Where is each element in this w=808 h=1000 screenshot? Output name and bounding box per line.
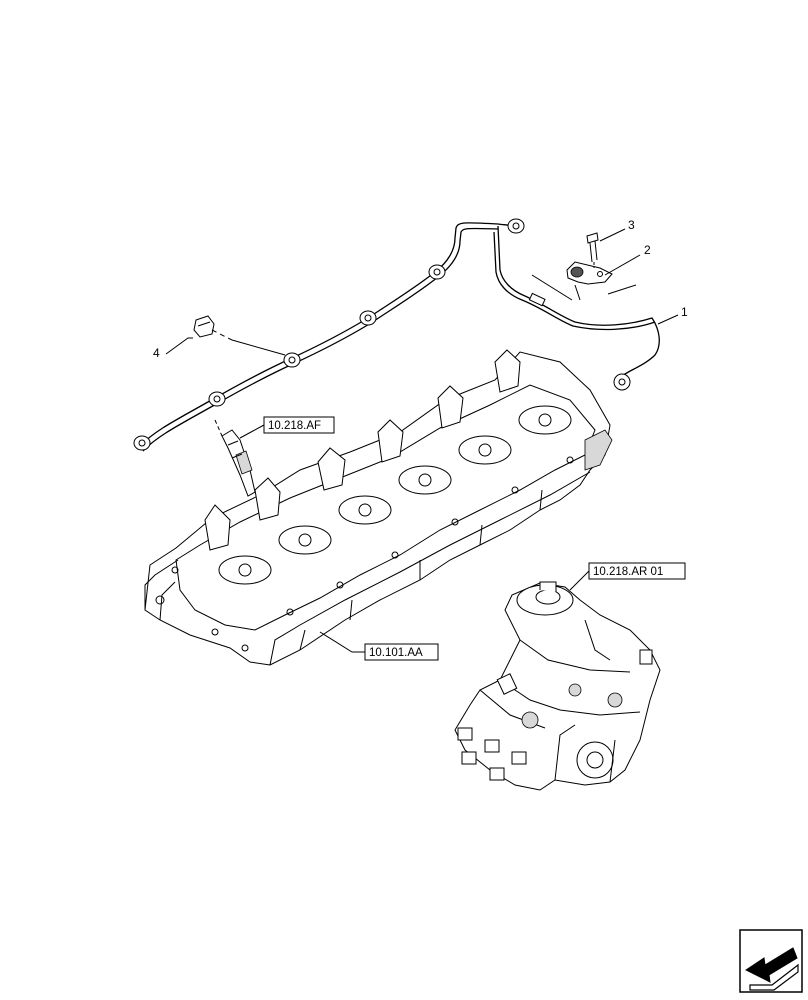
ref-box-injector[interactable]: 10.218.AF [263, 416, 335, 434]
ref-label-pump: 10.218.AR 01 [593, 566, 663, 578]
callout-1: 1 [681, 305, 688, 319]
ref-label-cylinder-head: 10.101.AA [369, 647, 423, 659]
ref-label-injector: 10.218.AF [268, 420, 321, 432]
arrow-back-icon[interactable] [739, 929, 803, 993]
callout-2: 2 [644, 243, 651, 257]
banjo-bolt [193, 315, 286, 356]
callout-3: 3 [628, 218, 635, 232]
fuel-leakoff-line [133, 218, 660, 452]
cylinder-head [144, 349, 613, 666]
injector [214, 419, 256, 497]
leader-lines [165, 228, 679, 653]
ref-box-cylinder-head[interactable]: 10.101.AA [364, 643, 439, 661]
injection-pump [454, 581, 661, 791]
ref-box-pump[interactable]: 10.218.AR 01 [588, 562, 686, 580]
callout-4: 4 [153, 346, 160, 360]
clamp-assembly [531, 232, 637, 301]
